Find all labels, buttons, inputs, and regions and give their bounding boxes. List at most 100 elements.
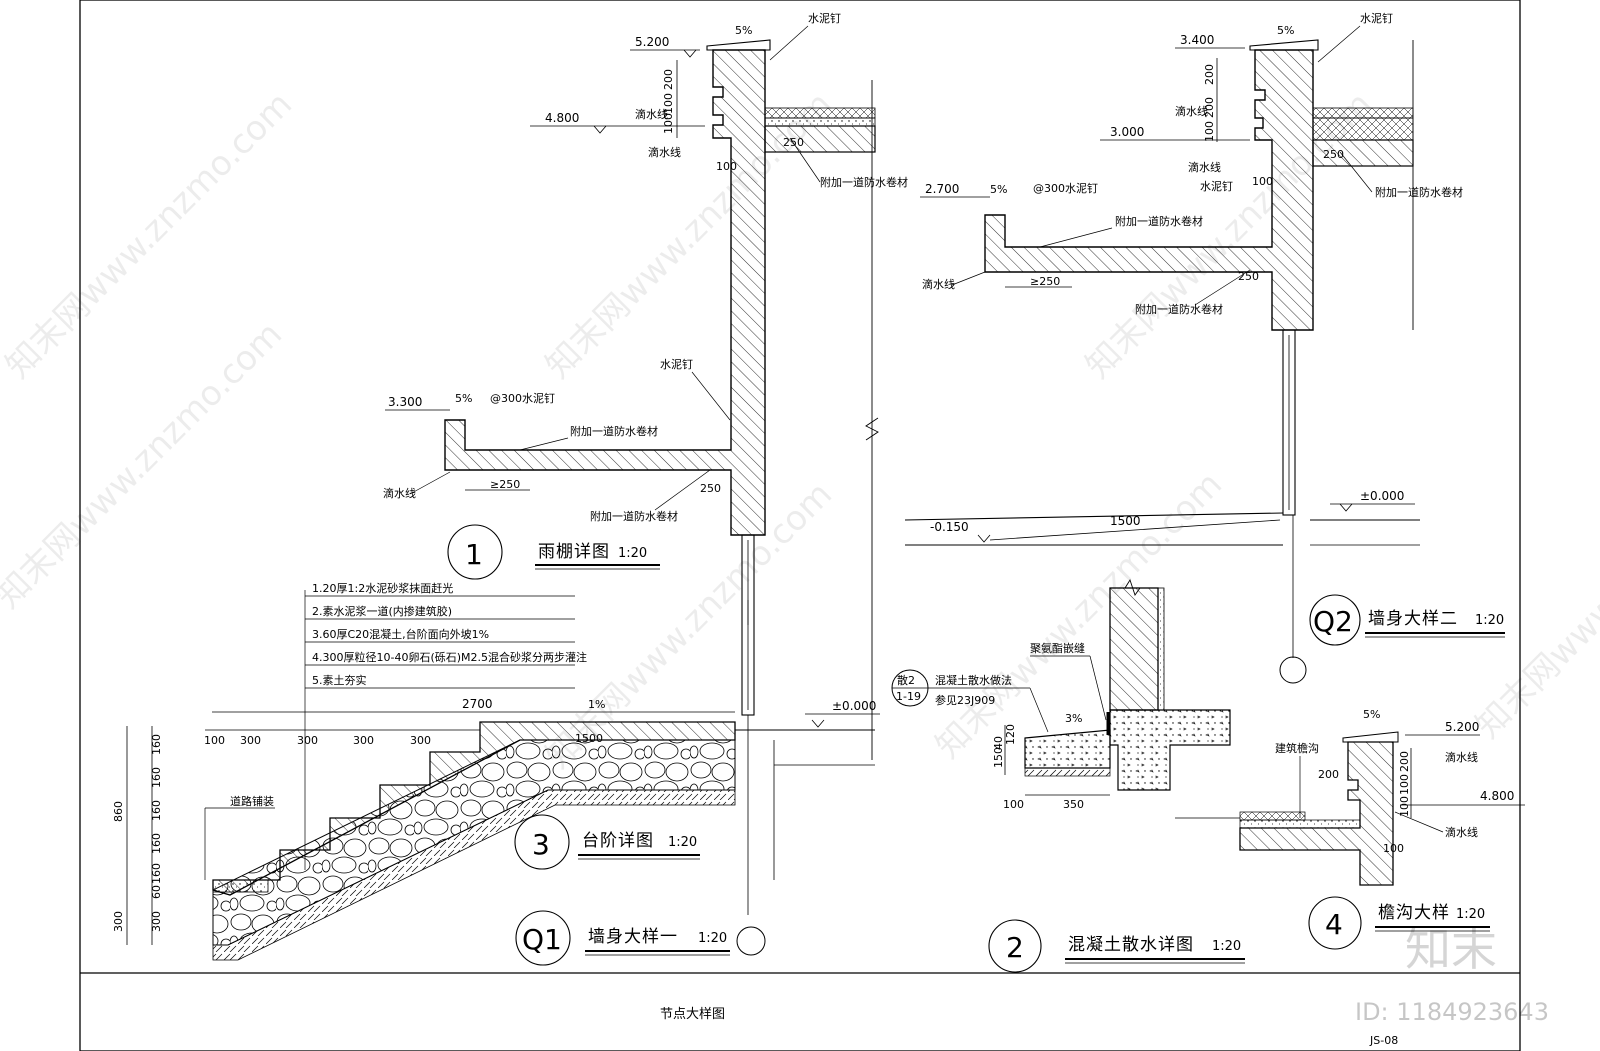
- dim-1500: 1500: [575, 732, 603, 745]
- elev-5200: 5.200: [635, 35, 669, 49]
- roof-slab: [764, 125, 876, 153]
- dim-40: 40: [992, 736, 1005, 750]
- dim-100: 100: [204, 734, 225, 747]
- detail-title: 檐沟大样: [1378, 903, 1450, 923]
- note-line: 1.20厚1:2水泥砂浆抹面赶光: [312, 581, 453, 595]
- dim-1500: 1500: [1110, 514, 1141, 528]
- gutter-layers: [1239, 811, 1306, 821]
- leader: [1194, 269, 1251, 306]
- outer-frame: [79, 0, 1521, 1051]
- slope-label: 5%: [990, 183, 1007, 196]
- dim-160: 160: [150, 767, 163, 788]
- wall-plaster: [1157, 587, 1165, 711]
- leader: [1089, 655, 1107, 721]
- drip-label: 滴水线: [1445, 825, 1478, 839]
- dim-100b: 100: [662, 113, 675, 134]
- leader: [769, 25, 809, 61]
- detail-3-steps: 2700 1% 100 300 300 300 300 1500 860 300…: [112, 581, 736, 961]
- leader: [951, 271, 986, 286]
- window-frame: [1282, 329, 1296, 516]
- detail-bubble: [1308, 896, 1362, 950]
- detail-1-canopy: 5.200 4.800 3.300 200 100 100 滴水线 滴水线 5%…: [383, 12, 908, 956]
- detail-number: 2: [1006, 931, 1024, 964]
- slope-label: 5%: [735, 24, 752, 37]
- drip-label: 滴水线: [383, 486, 416, 500]
- elev-5200-mark: [683, 49, 697, 58]
- detail-number: 1: [465, 538, 483, 571]
- elev-3300: 3.300: [388, 395, 422, 409]
- dim-160: 160: [150, 800, 163, 821]
- elev-m015: -0.150: [930, 520, 969, 534]
- detail-title: 台阶详图: [582, 831, 654, 851]
- nail300-label: @300水泥钉: [1033, 182, 1098, 195]
- dim-line: [989, 519, 1281, 541]
- elev-2700: 2.700: [925, 182, 959, 196]
- slope-label: 3%: [1065, 712, 1082, 725]
- elev-mark: [811, 719, 825, 728]
- membrane-label: 附加一道防水卷材: [1115, 214, 1203, 228]
- elev-0: ±0.000: [832, 699, 876, 713]
- dim-300: 300: [112, 911, 125, 932]
- leader: [519, 437, 569, 451]
- ref-bot: 1-19: [896, 690, 921, 703]
- drip-label: 滴水线: [635, 107, 668, 121]
- leader: [789, 137, 821, 183]
- wall-section: [1109, 587, 1159, 711]
- joint-label: 聚氨酯嵌缝: [1030, 641, 1085, 655]
- soil-base: [212, 789, 736, 961]
- ge250-label: ≥250: [1030, 275, 1060, 288]
- dim-60: 60: [150, 885, 163, 899]
- leader: [1039, 227, 1113, 248]
- break-symbol: [1110, 578, 1158, 596]
- road-paving: [212, 879, 269, 893]
- dim-160: 160: [150, 734, 163, 755]
- detail-q2-wall: 1500 -0.150 ±0.000 3.400 3.000 2.700 200…: [904, 12, 1505, 684]
- detail-scale: 1:20: [1456, 907, 1485, 922]
- elev-0: ±0.000: [1360, 489, 1404, 503]
- detail-number: Q1: [522, 923, 562, 956]
- roof-layers: [764, 117, 876, 127]
- step-concrete: [212, 721, 736, 896]
- dim-250: 250: [783, 136, 804, 149]
- detail-scale: 1:20: [1212, 939, 1241, 954]
- dim-300: 300: [353, 734, 374, 747]
- dim-100: 100: [1252, 175, 1273, 188]
- dim-200: 200: [1203, 64, 1216, 85]
- roof-insulation: [1312, 107, 1414, 119]
- detail-title: 混凝土散水详图: [1068, 935, 1194, 955]
- detail-scale: 1:20: [668, 835, 697, 850]
- detail-2-apron: 100 350 150 40 120 3% 聚氨酯嵌缝 散2 1-19 混凝土散…: [891, 578, 1245, 973]
- dim-150: 150: [992, 747, 1005, 768]
- parapet-cap: [1342, 731, 1399, 743]
- sheet-code: JS-08: [1369, 1034, 1398, 1047]
- slope-label: 1%: [588, 698, 605, 711]
- slope-label: 5%: [1363, 708, 1380, 721]
- detail-bubble: [1309, 594, 1361, 646]
- dim-100: 100: [662, 93, 675, 114]
- id-watermark: ID: 1184923643: [1355, 998, 1549, 1026]
- detail-scale: 1:20: [1475, 613, 1504, 628]
- foundation-beam: [1109, 709, 1231, 791]
- slope-label: 5%: [1277, 24, 1294, 37]
- canopy-wall-section: [444, 49, 766, 536]
- dim-300: 300: [297, 734, 318, 747]
- leader: [1339, 151, 1373, 193]
- leader: [1394, 811, 1444, 833]
- roof-insulation: [764, 107, 876, 119]
- dim-250: 250: [1323, 148, 1344, 161]
- elev-mark: [977, 534, 991, 543]
- leader: [1317, 25, 1361, 63]
- elev-mark: [1339, 503, 1353, 512]
- elev-3400: 3.400: [1180, 33, 1214, 47]
- roof-layers: [1312, 117, 1414, 141]
- dim-120: 120: [1004, 724, 1017, 745]
- leader: [691, 371, 731, 421]
- dim-200: 200: [1203, 97, 1216, 118]
- apron-method-label: 混凝土散水做法: [935, 673, 1012, 687]
- slope-label: 5%: [455, 392, 472, 405]
- dim-100: 100: [1003, 798, 1024, 811]
- dim-200: 200: [1318, 768, 1339, 781]
- elev-4800: 4.800: [545, 111, 579, 125]
- detail-number: 3: [532, 828, 550, 861]
